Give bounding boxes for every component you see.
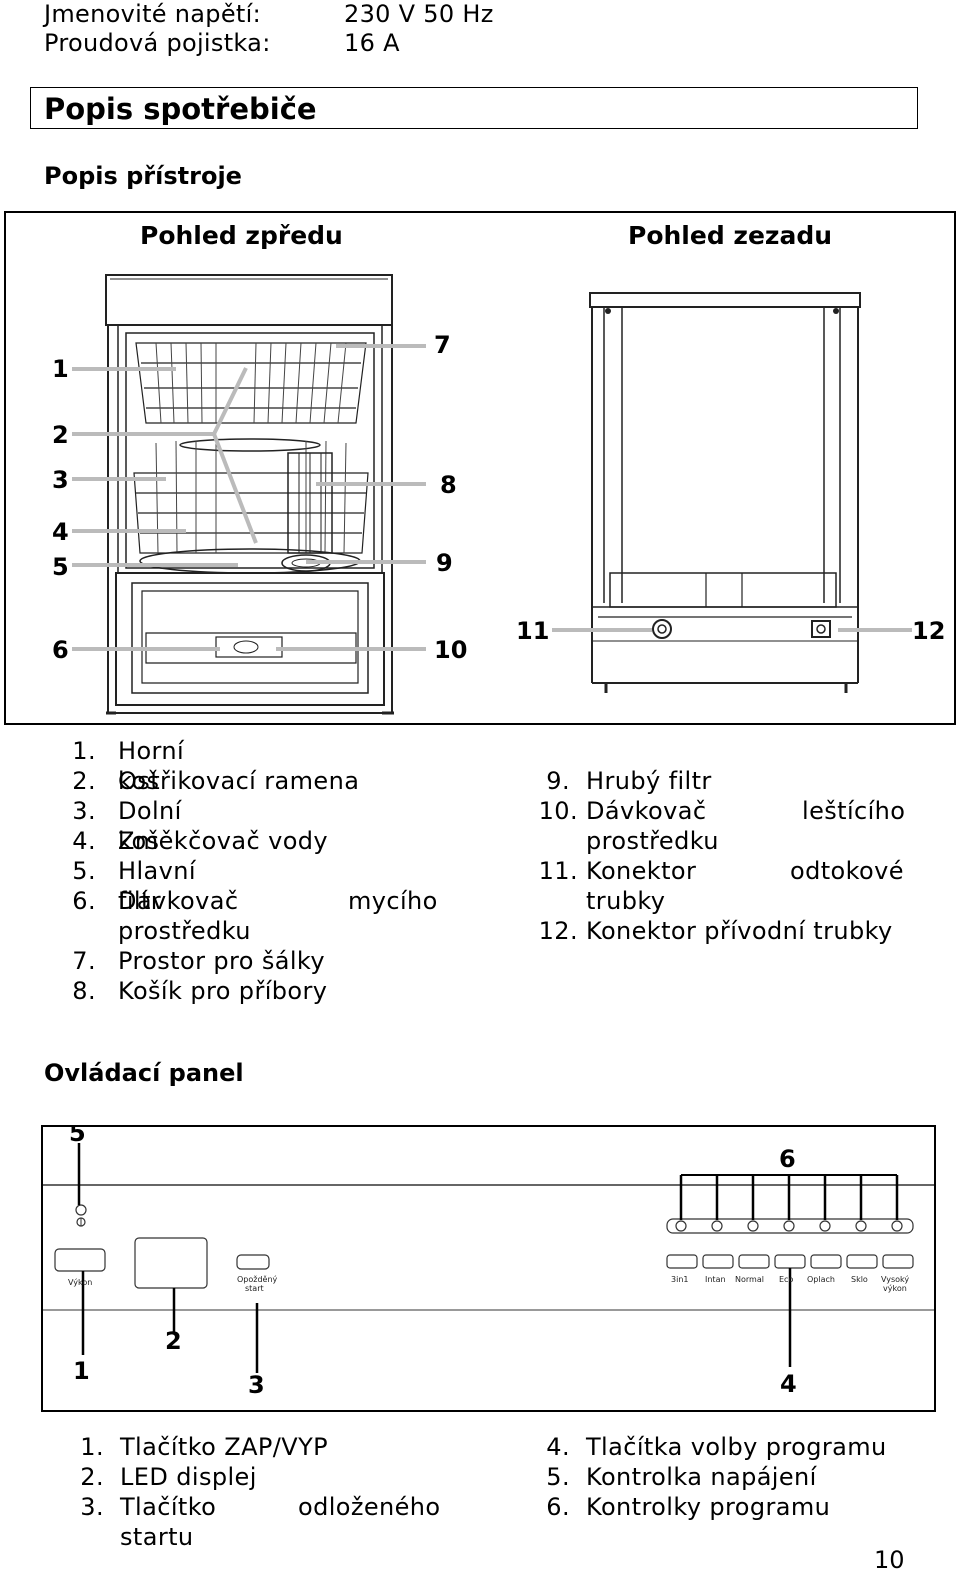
- appliance-figure: Pohled zpředu Pohled zezadu: [4, 211, 956, 725]
- panel-callout-4: 4: [780, 1370, 797, 1398]
- voltage-value: 230 V 50 Hz: [344, 0, 494, 28]
- program-label-normal: Normal: [735, 1275, 764, 1284]
- page-number: 10: [874, 1546, 905, 1574]
- panel-callout-5: 5: [69, 1127, 86, 1147]
- callout-4: 4: [52, 518, 69, 546]
- callout-1: 1: [52, 355, 69, 383]
- rear-view-title: Pohled zezadu: [628, 221, 833, 250]
- dishwasher-drawing: 1 2 3 4 5 6 7 8 9 10 11 12: [52, 274, 945, 715]
- fuse-value: 16 A: [344, 29, 400, 57]
- section-title-box: [30, 87, 918, 129]
- program-label-oplach: Oplach: [807, 1275, 835, 1284]
- section-title: Popis spotřebiče: [44, 92, 317, 126]
- panel-callout-numbers: 5 1 2 3 4 6: [69, 1119, 797, 1399]
- description-title: Popis přístroje: [44, 162, 242, 190]
- callout-5: 5: [52, 553, 69, 581]
- rear-view-drawing: [589, 292, 861, 693]
- program-label-vykon: výkon: [883, 1284, 907, 1293]
- controls-list-right: 4.Tlačítka volby programu 5.Kontrolka na…: [546, 1433, 887, 1521]
- callout-2: 2: [52, 421, 69, 449]
- panel-title: Ovládací panel: [44, 1059, 244, 1087]
- program-label-vysoky: Vysoký: [881, 1275, 909, 1284]
- power-button-label: Výkon: [68, 1278, 92, 1287]
- callout-3: 3: [52, 466, 69, 494]
- fuse-label: Proudová pojistka:: [44, 29, 271, 57]
- delay-label-2: start: [245, 1284, 264, 1293]
- panel-callout-3: 3: [248, 1371, 265, 1399]
- callout-8: 8: [440, 471, 457, 499]
- figure-callout-numbers: 1 2 3 4 5 6 7 8 9 10 11 12: [52, 331, 945, 664]
- parts-list-left: 1.Horní koš 2.Ostřikovací ramena 3.Dolní…: [72, 737, 438, 1005]
- callout-12: 12: [912, 617, 945, 645]
- callout-6: 6: [52, 636, 69, 664]
- parts-list-right: 9.Hrubý filtr 10. Dávkovač leštícího pro…: [538, 767, 906, 945]
- delay-label-1: Opožděný: [237, 1275, 278, 1284]
- front-callout-lines: [72, 344, 426, 651]
- program-label-eco: Eco: [779, 1275, 793, 1284]
- program-label-sklo: Sklo: [851, 1275, 868, 1284]
- program-label-3in1: 3in1: [671, 1275, 688, 1284]
- panel-callout-2: 2: [165, 1327, 182, 1355]
- callout-10: 10: [434, 636, 467, 664]
- callout-7: 7: [434, 331, 451, 359]
- voltage-label: Jmenovité napětí:: [44, 0, 261, 28]
- program-label-intan: Intan: [705, 1275, 726, 1284]
- front-view-title: Pohled zpředu: [140, 221, 343, 250]
- control-panel-drawing: Výkon Opožděný start 3in1 Intan Normal E…: [43, 1119, 934, 1399]
- panel-callout-1: 1: [73, 1357, 90, 1385]
- controls-list-left: 1.Tlačítko ZAP/VYP 2.LED displej 3. Tlač…: [80, 1433, 441, 1551]
- panel-callout-lines: [77, 1143, 899, 1373]
- callout-11: 11: [516, 617, 549, 645]
- control-panel-figure: Výkon Opožděný start 3in1 Intan Normal E…: [41, 1119, 936, 1412]
- panel-callout-6: 6: [779, 1145, 796, 1173]
- callout-9: 9: [436, 549, 453, 577]
